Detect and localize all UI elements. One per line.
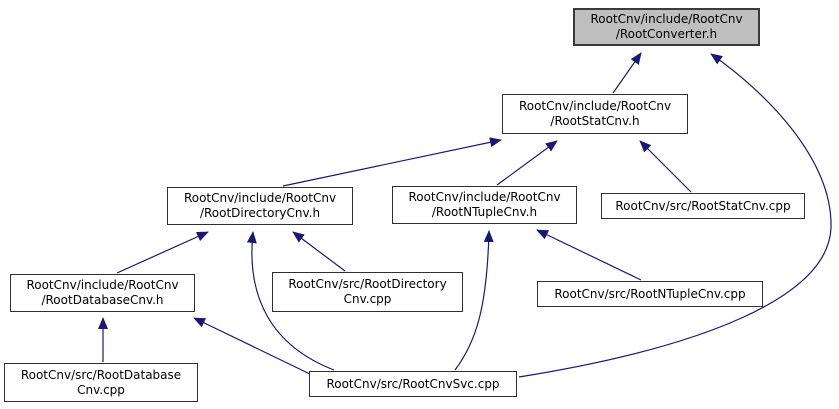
- node-rootntuplecnv-h[interactable]: RootCnv/include/RootCnv /RootNTupleCnv.h: [392, 186, 577, 224]
- node-label: Cnv.cpp: [77, 382, 125, 397]
- node-label: /RootNTupleCnv.h: [431, 205, 538, 219]
- edge-rootdirectorycnv-cpp-to-rootdirectorycnv-h: [292, 231, 346, 272]
- node-label: RootCnv/include/RootCnv: [590, 12, 743, 26]
- node-rootdirectorycnv-h[interactable]: RootCnv/include/RootCnv /RootDirectoryCn…: [167, 187, 353, 225]
- edge-rootntuplecnv-h-to-rootstatcnv-h: [496, 140, 558, 186]
- node-label: RootCnv/include/RootCnv: [408, 190, 561, 204]
- node-label: /RootStatCnv.h: [550, 114, 640, 128]
- node-rootdatabasecnv-cpp[interactable]: RootCnv/src/RootDatabase Cnv.cpp: [4, 363, 198, 402]
- node-label: /RootConverter.h: [615, 27, 718, 41]
- node-label: RootCnv/src/RootDirectory: [288, 277, 447, 291]
- node-label: RootCnv/include/RootCnv: [26, 278, 179, 292]
- edge-rootcnvsvc-cpp-to-rootntuplecnv-h: [454, 230, 494, 371]
- edge-rootcnvsvc-cpp-to-rootdatabasecnv-h: [193, 317, 313, 376]
- edge-rootstatcnv-cpp-to-rootstatcnv-h: [639, 140, 692, 193]
- edge-rootstatcnv-h-to-rootconverter-h: [612, 52, 642, 94]
- edge-rootdirectorycnv-h-to-rootstatcnv-h: [282, 137, 502, 187]
- node-label: /RootDatabaseCnv.h: [41, 293, 164, 307]
- node-rootstatcnv-cpp[interactable]: RootCnv/src/RootStatCnv.cpp: [601, 193, 805, 219]
- edge-rootntuplecnv-cpp-to-rootntuplecnv-h: [536, 229, 642, 281]
- node-label: RootCnv/src/RootDatabase: [20, 367, 182, 382]
- node-label: RootCnv/include/RootCnv: [518, 99, 672, 113]
- node-label: RootCnv/src/RootNTupleCnv.cpp: [554, 286, 746, 301]
- edge-rootcnvsvc-cpp-to-rootconverter-h: [518, 53, 832, 378]
- node-rootcnvsvc-cpp[interactable]: RootCnv/src/RootCnvSvc.cpp: [309, 371, 517, 397]
- node-rootdatabasecnv-h[interactable]: RootCnv/include/RootCnv /RootDatabaseCnv…: [10, 274, 195, 312]
- node-rootconverter-h[interactable]: RootCnv/include/RootCnv /RootConverter.h: [573, 8, 760, 46]
- node-label: RootCnv/include/RootCnv: [183, 191, 337, 205]
- node-rootstatcnv-h[interactable]: RootCnv/include/RootCnv /RootStatCnv.h: [502, 94, 688, 134]
- node-rootdirectorycnv-cpp[interactable]: RootCnv/src/RootDirectory Cnv.cpp: [272, 272, 463, 312]
- node-label: RootCnv/src/RootCnvSvc.cpp: [326, 376, 500, 391]
- node-label: Cnv.cpp: [343, 292, 392, 306]
- edge-rootcnvsvc-cpp-to-rootdirectorycnv-h: [246, 231, 335, 371]
- node-label: /RootDirectoryCnv.h: [199, 206, 321, 220]
- node-label: RootCnv/src/RootStatCnv.cpp: [615, 198, 791, 213]
- edge-rootdatabasecnv-h-to-rootdirectorycnv-h: [116, 231, 209, 274]
- node-rootntuplecnv-cpp[interactable]: RootCnv/src/RootNTupleCnv.cpp: [537, 281, 763, 307]
